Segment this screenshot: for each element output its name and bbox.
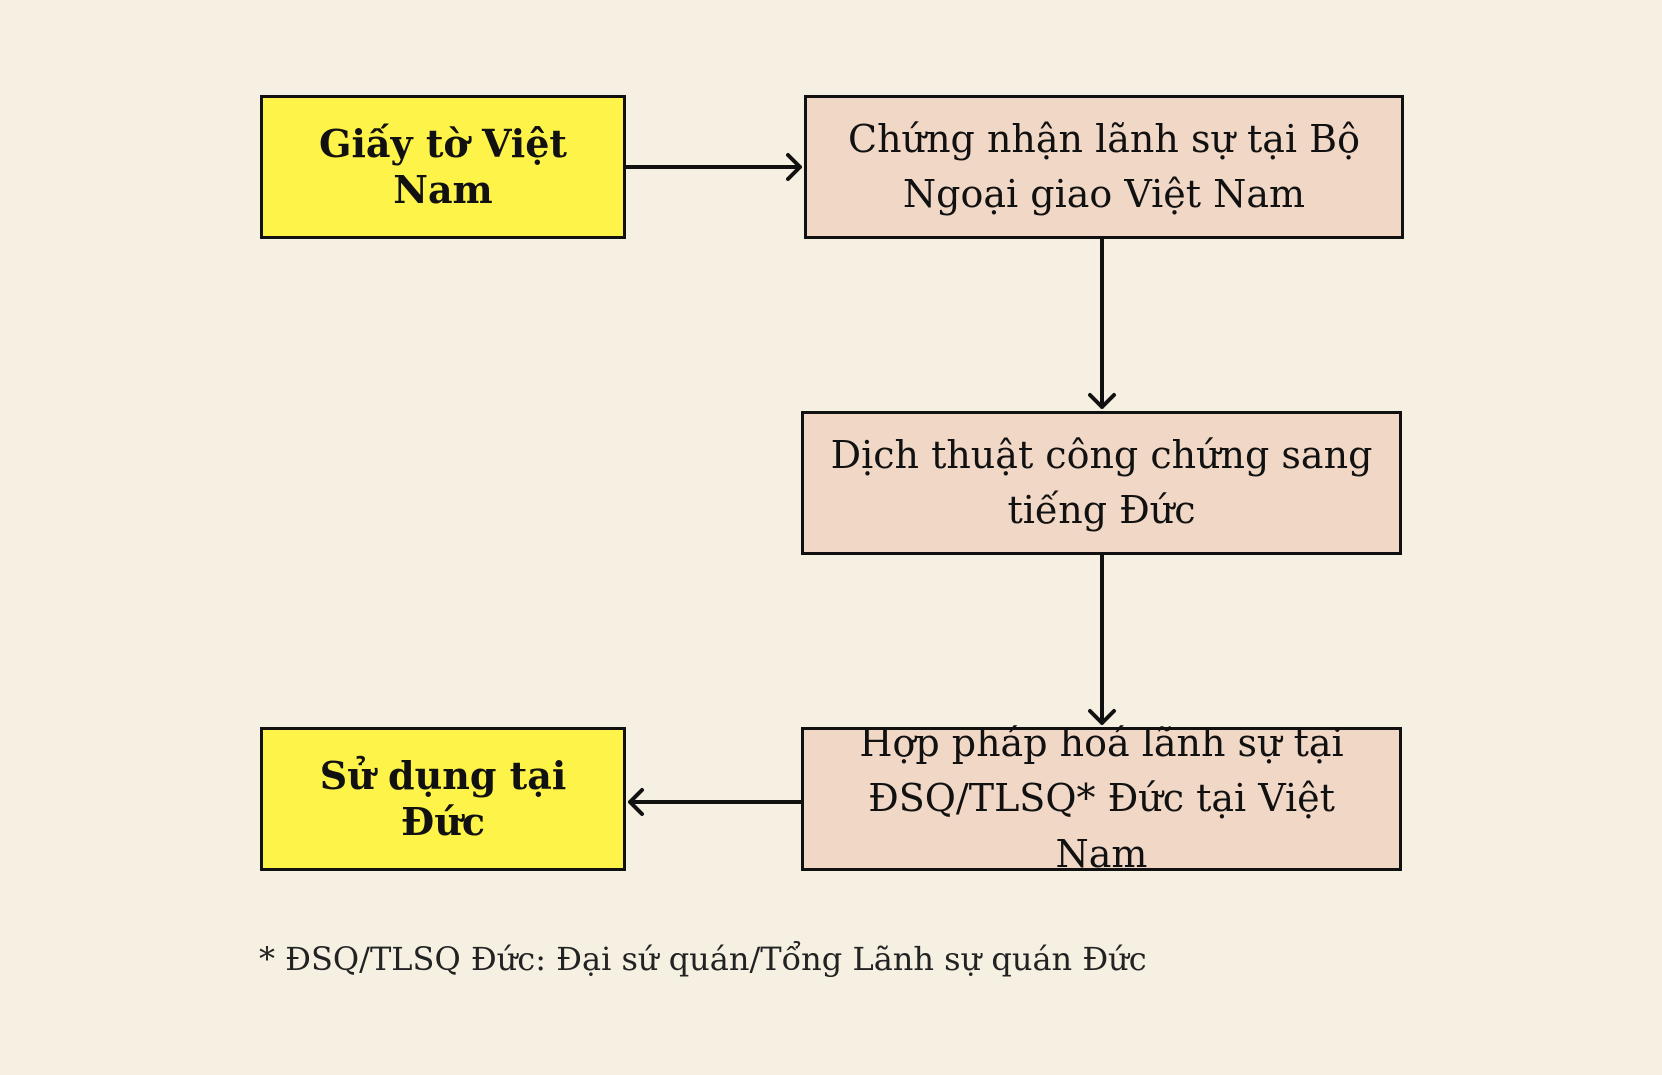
node-giay-to-viet-nam: Giấy tờ Việt Nam: [260, 95, 626, 239]
node-hop-phap-hoa-lanh-su: Hợp pháp hoá lãnh sự tại ĐSQ/TLSQ* Đức t…: [801, 721, 1402, 876]
node-su-dung-tai-duc: Sử dụng tại Đức: [260, 727, 626, 871]
arrow-n4-n5: [628, 788, 803, 816]
node-label: Giấy tờ Việt Nam: [319, 121, 567, 212]
node-label: Chứng nhận lãnh sự tại Bộ Ngoại giao Việ…: [848, 116, 1360, 216]
node-label: Dịch thuật công chứng sang tiếng Đức: [830, 432, 1373, 532]
node-label: Hợp pháp hoá lãnh sự tại ĐSQ/TLSQ* Đức t…: [859, 721, 1344, 876]
node-dich-thuat-cong-chung: Dịch thuật công chứng sang tiếng Đức: [801, 411, 1402, 555]
footnote: * ĐSQ/TLSQ Đức: Đại sứ quán/Tổng Lãnh sự…: [259, 940, 1147, 978]
node-chung-nhan-lanh-su: Chứng nhận lãnh sự tại Bộ Ngoại giao Việ…: [804, 95, 1404, 239]
arrow-n3-n4: [1088, 553, 1116, 725]
node-label: Sử dụng tại Đức: [319, 753, 567, 844]
arrow-n2-n3: [1088, 237, 1116, 409]
arrow-n1-n2: [624, 153, 802, 181]
